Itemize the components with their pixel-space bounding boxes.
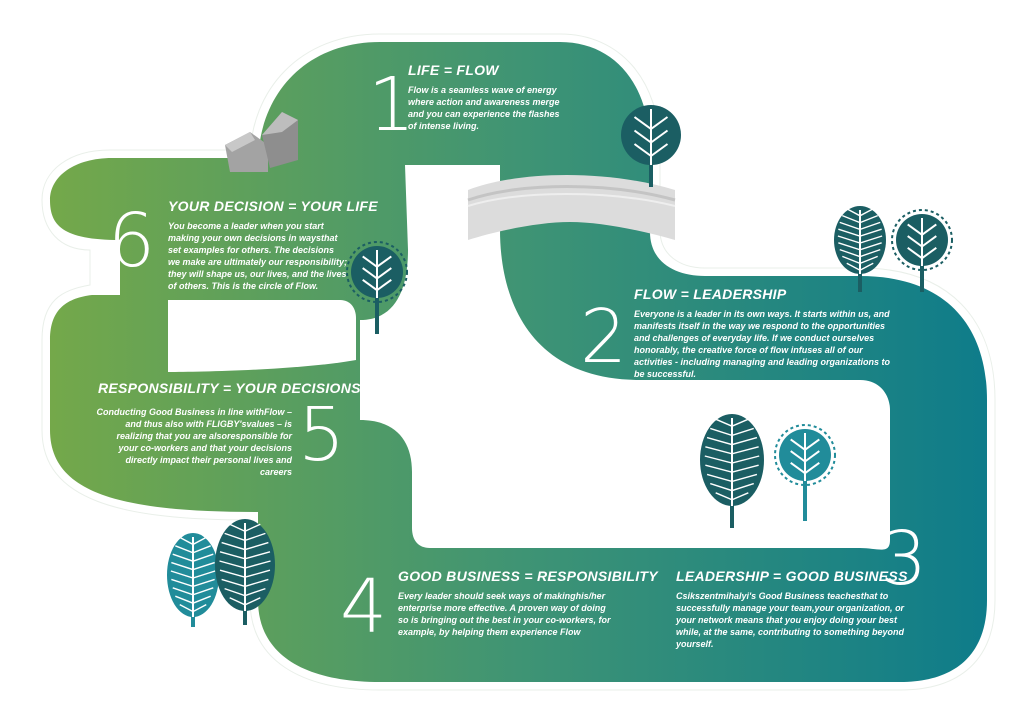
road-inner-left (168, 300, 356, 372)
bridge-icon (467, 175, 676, 240)
step-1-number: 1 (368, 62, 416, 148)
step-1-title: LIFE = FLOW (408, 62, 499, 78)
step-6-text: You become a leader when you start makin… (168, 221, 348, 291)
step-3-title: LEADERSHIP = GOOD BUSINESS (676, 568, 908, 584)
tree-icon (774, 424, 836, 521)
step-1-text: Flow is a seamless wave of energy where … (408, 85, 560, 131)
tree-icon (834, 206, 886, 292)
step-6-title: YOUR DECISION = YOUR LIFE (168, 198, 378, 214)
tree-icon (215, 519, 275, 625)
step-2-number: 2 (580, 294, 628, 380)
rocks-icon (225, 112, 298, 172)
tree-icon (621, 105, 681, 187)
tree-icon (167, 533, 219, 627)
step-3-number: 3 (880, 516, 928, 602)
step-6-number: 6 (108, 198, 156, 284)
tree-icon (891, 209, 953, 292)
step-5-title: RESPONSIBILITY = YOUR DECISIONS (98, 380, 361, 396)
tree-icon (346, 241, 408, 334)
step-3-text: Csikszentmihalyi's Good Business teaches… (676, 591, 905, 649)
step-5-number: 5 (298, 392, 346, 478)
step-4-text: Every leader should seek ways of makingh… (398, 591, 611, 637)
step-4-title: GOOD BUSINESS = RESPONSIBILITY (398, 568, 658, 584)
step-5-text: Conducting Good Business in line withFlo… (96, 407, 293, 477)
step-2-text: Everyone is a leader in its own ways. It… (634, 309, 891, 379)
step-2-title: FLOW = LEADERSHIP (634, 286, 787, 302)
step-4-number: 4 (340, 564, 388, 650)
tree-icon (700, 414, 764, 528)
